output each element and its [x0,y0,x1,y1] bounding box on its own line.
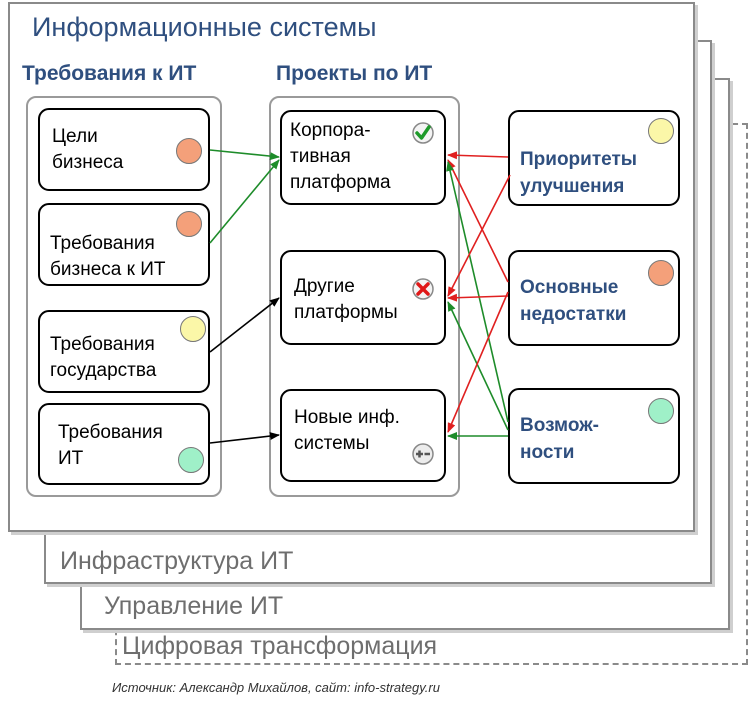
arrow-business-it-to-corporate [209,159,280,244]
main-title: Информационные системы [32,12,377,42]
project-other-platforms[interactable]: Другие платформы [280,250,446,345]
requirement-business-goals-label: Цели бизнеса [52,126,124,173]
requirements-column-title: Требования к ИТ [22,62,197,85]
arrow-shortcomings-to-new [447,291,509,433]
project-new-systems-label: Новые инф. системы [294,407,400,454]
plus-minus-icon [412,443,434,465]
source-caption: Источник: Александр Михайлов, сайт: info… [112,680,440,695]
factor-improvement-priorities-label: Приоритеты улучшения [520,149,637,197]
arrow-government-to-other [209,297,280,353]
check-icon [412,122,434,144]
project-corporate-platform[interactable]: Корпора- тивная платформа [280,110,446,205]
project-other-platforms-label: Другие платформы [294,276,398,323]
requirement-it[interactable]: Требования ИТ [38,403,210,485]
priority-marker-orange [648,260,674,286]
factor-opportunities-label: Возмож- ности [520,415,600,463]
project-new-systems[interactable]: Новые инф. системы [280,389,446,482]
arrow-opportunities-to-other [447,301,509,431]
arrow-goals-to-corporate [209,149,280,161]
requirement-business-it[interactable]: Требования бизнеса к ИТ [38,203,210,286]
arrow-shortcomings-to-other [447,293,509,302]
layer-digital-transformation-title: Цифровая трансформация [122,632,438,660]
arrow-opportunities-to-corporate [446,161,509,423]
layer-it-infrastructure-title: Инфраструктура ИТ [60,547,294,575]
projects-column-title: Проекты по ИТ [276,62,433,85]
priority-marker-green [178,447,204,473]
requirement-business-goals[interactable]: Цели бизнеса [38,108,210,191]
requirement-business-it-label: Требования бизнеса к ИТ [50,233,166,280]
arrow-shortcomings-to-corporate [447,159,509,283]
priority-marker-orange [176,211,202,237]
requirement-it-label: Требования ИТ [58,422,163,469]
priority-marker-yellow [648,118,674,144]
priority-marker-orange [176,138,202,164]
factor-main-shortcomings[interactable]: Основные недостатки [508,250,680,346]
factor-main-shortcomings-label: Основные недостатки [520,277,627,325]
factor-opportunities[interactable]: Возмож- ности [508,388,680,484]
priority-marker-yellow [180,316,206,342]
arrow-priorities-to-other [447,174,511,297]
requirement-government-label: Требования государства [50,334,157,381]
layer-it-management-title: Управление ИТ [104,592,284,620]
factor-improvement-priorities[interactable]: Приоритеты улучшения [508,110,680,206]
requirement-government[interactable]: Требования государства [38,310,210,393]
cross-icon [412,278,434,300]
priority-marker-green [648,398,674,424]
project-corporate-platform-label: Корпора- тивная платформа [290,120,391,193]
arrow-it-to-new [209,432,280,444]
arrow-priorities-to-corporate [447,151,509,160]
